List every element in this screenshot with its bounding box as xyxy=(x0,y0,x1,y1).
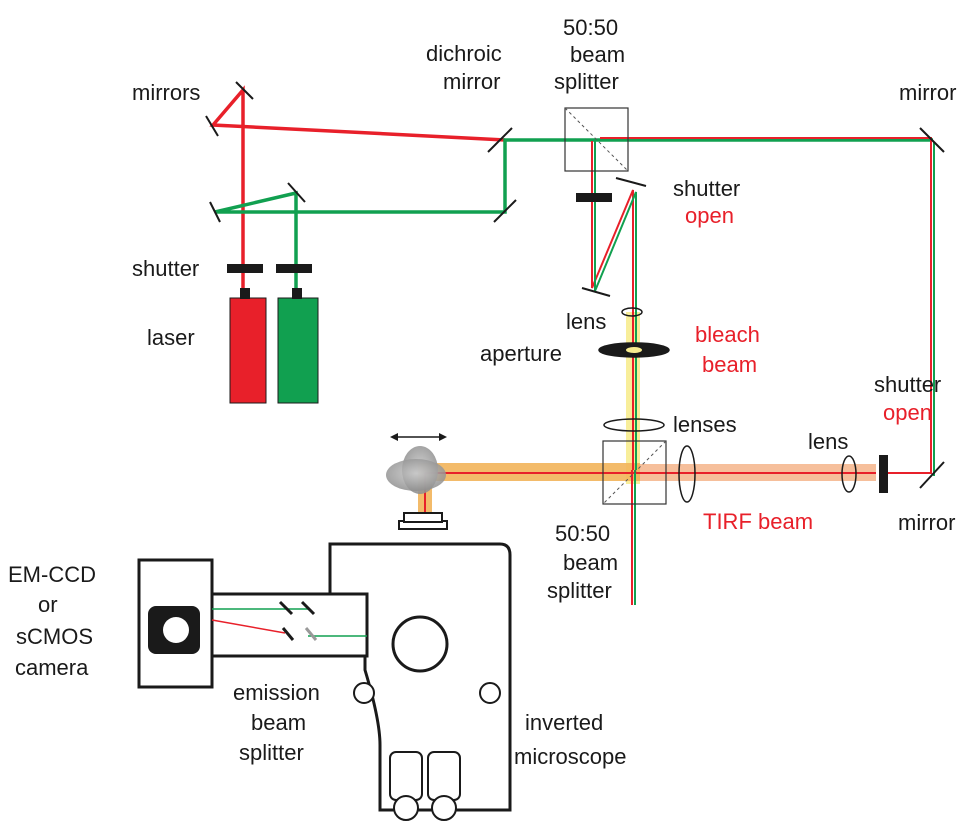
label-microscope-1: inverted xyxy=(525,710,603,735)
microscope-body xyxy=(328,542,512,812)
label-emission-3: splitter xyxy=(239,740,304,765)
eyepiece-right-end xyxy=(431,795,457,821)
label-mirror-bottom-right: mirror xyxy=(898,510,955,535)
label-lens-upper: lens xyxy=(566,309,606,334)
optics xyxy=(598,307,857,503)
label-camera-1: EM-CCD xyxy=(8,562,96,587)
mirror-top-left-a xyxy=(235,81,254,100)
mirrors xyxy=(205,81,945,489)
lens-upper xyxy=(621,307,643,317)
label-bs-bottom-3: splitter xyxy=(547,578,612,603)
objective-mount-top xyxy=(403,512,443,523)
mirror-green-b xyxy=(209,201,221,223)
label-mirror-top-right: mirror xyxy=(899,80,956,105)
label-tirf-beam: TIRF beam xyxy=(703,509,813,534)
bottom-beam-splitter-cube xyxy=(602,440,667,505)
lasers xyxy=(229,288,319,404)
shutter-green xyxy=(276,264,312,273)
top-beam-splitter-diagonal xyxy=(564,107,629,172)
aperture-hole xyxy=(626,347,642,353)
label-mirrors: mirrors xyxy=(132,80,200,105)
top-beam-splitter-cube xyxy=(564,107,629,172)
label-lens-right: lens xyxy=(808,429,848,454)
label-camera-4: camera xyxy=(15,655,89,680)
red-laser-head xyxy=(240,288,250,299)
shutters xyxy=(227,193,888,493)
label-camera-2: or xyxy=(38,592,58,617)
emission-tube xyxy=(210,592,369,658)
label-shutter-mid: shutter xyxy=(673,176,740,201)
label-bleach-1: bleach xyxy=(695,322,760,347)
mirror-corner-green xyxy=(493,199,517,223)
shutter-bleach xyxy=(576,193,612,202)
label-emission-2: beam xyxy=(251,710,306,735)
camera-lens xyxy=(163,617,189,643)
green-beam-main xyxy=(214,138,933,298)
bleach-branch-red xyxy=(591,141,634,470)
label-bleach-2: beam xyxy=(702,352,757,377)
label-bs-top-3: splitter xyxy=(554,69,619,94)
label-dichroic-1: dichroic xyxy=(426,41,502,66)
green-laser-body xyxy=(277,297,319,404)
lenses-upper xyxy=(603,418,665,432)
labels: mirrors dichroic mirror 50:50 beam split… xyxy=(8,15,956,769)
label-lenses: lenses xyxy=(673,412,737,437)
label-bs-top-2: beam xyxy=(570,42,625,67)
bottom-beam-splitter-diagonal xyxy=(602,440,667,505)
lens-tirf xyxy=(841,455,857,493)
microscope-knob xyxy=(391,615,449,673)
red-laser-body xyxy=(229,297,267,404)
label-aperture: aperture xyxy=(480,341,562,366)
stage-arrow-left-head xyxy=(390,433,398,441)
emission-splitter-mirror-c xyxy=(281,627,295,641)
label-bs-bottom-2: beam xyxy=(563,550,618,575)
lenses-right xyxy=(678,445,696,503)
label-bs-top-1: 50:50 xyxy=(563,15,618,40)
green-laser-head xyxy=(292,288,302,299)
label-shutter-left: shutter xyxy=(132,256,199,281)
emission-splitter-mirror-a xyxy=(278,600,294,616)
label-shutter-right-state: open xyxy=(883,400,932,425)
stage-arrow-right-head xyxy=(439,433,447,441)
objective-side xyxy=(386,459,446,491)
eyepiece-left xyxy=(389,751,423,801)
label-shutter-mid-state: open xyxy=(685,203,734,228)
mirror-top-right xyxy=(919,127,945,153)
label-laser: laser xyxy=(147,325,195,350)
objective-stage xyxy=(386,433,448,530)
top-beam-splitter xyxy=(564,107,629,172)
mirror-top-left-b xyxy=(205,115,219,137)
red-beam-far-right xyxy=(600,137,932,474)
eyepiece-right xyxy=(427,751,461,801)
microscope-side-knob-right xyxy=(479,682,501,704)
mirror-shutter-open xyxy=(615,177,647,187)
mirror-green-a xyxy=(287,182,306,203)
mirror-lower-bleach xyxy=(581,287,611,297)
camera-assembly xyxy=(137,558,369,689)
eyepiece-left-end xyxy=(393,795,419,821)
bottom-beam-splitter xyxy=(602,440,667,505)
microscope-side-knob-left xyxy=(353,682,375,704)
dichroic-mirror xyxy=(487,127,513,153)
label-emission-1: emission xyxy=(233,680,320,705)
emission-red-line xyxy=(211,619,286,634)
shutter-red xyxy=(227,264,263,273)
label-camera-3: sCMOS xyxy=(16,624,93,649)
shutter-tirf xyxy=(879,455,888,493)
inverted-microscope xyxy=(328,542,512,821)
bleach-branch-green xyxy=(594,141,637,470)
label-dichroic-2: mirror xyxy=(443,69,500,94)
label-bs-bottom-1: 50:50 xyxy=(555,521,610,546)
mirror-bottom-right xyxy=(919,461,945,489)
label-shutter-right: shutter xyxy=(874,372,941,397)
emission-splitter-mirror-d xyxy=(304,627,318,641)
emission-splitter-mirror-b xyxy=(300,600,316,616)
red-beam-main xyxy=(209,85,506,298)
label-microscope-2: microscope xyxy=(514,744,626,769)
